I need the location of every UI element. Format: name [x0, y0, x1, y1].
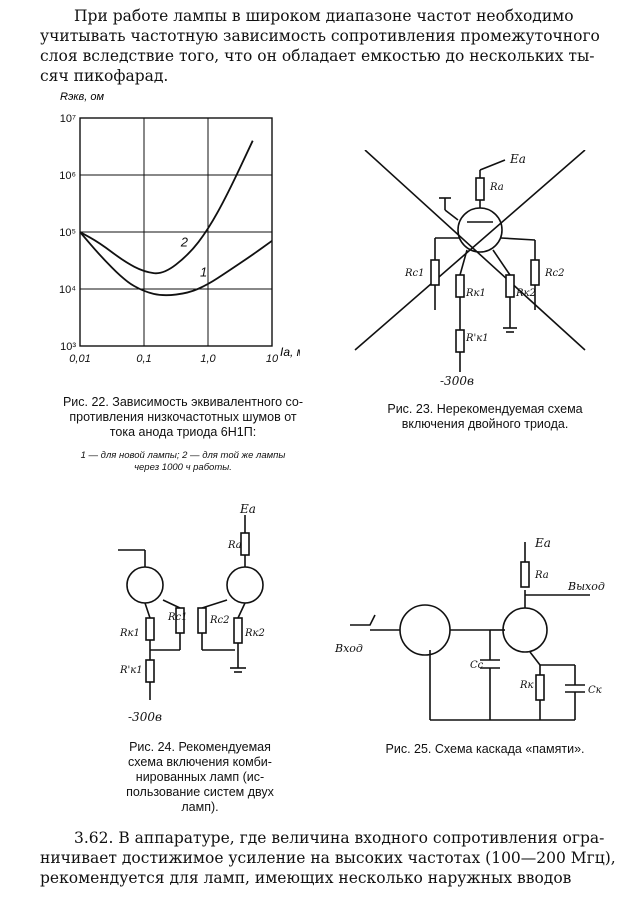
- fig25-label-out: Выход: [568, 580, 605, 593]
- fig23-schematic: [354, 150, 586, 372]
- diode-tube-icon: [399, 604, 451, 656]
- caption-line: Рис. 25. Схема каскада «памяти».: [385, 742, 585, 756]
- resistor-rc2: [197, 607, 207, 634]
- y-tick-label: 10⁶: [59, 170, 76, 182]
- series-label: 2: [180, 235, 189, 250]
- tube-icon: [457, 207, 503, 253]
- series-line-1: [79, 231, 273, 297]
- fig24-label-rk1-prime: R'к1: [120, 665, 143, 676]
- resistor-rk1: [145, 617, 155, 641]
- resistor-ra: [240, 532, 250, 556]
- y-tick-label: 10³: [60, 341, 76, 353]
- text-line: ничивает достижимое усиление на высоких …: [40, 849, 616, 867]
- fig24-label-ra: Ra: [228, 540, 242, 551]
- y-axis-label: Rэкв, ом: [60, 91, 105, 103]
- legend-line: 1 — для новой лампы; 2 — для той же ламп…: [80, 450, 286, 461]
- fig22-legend: 1 — для новой лампы; 2 — для той же ламп…: [38, 450, 328, 474]
- resistor-rk: [535, 674, 545, 701]
- fig25-label-ck: Cк: [588, 685, 602, 696]
- text-line: учитывать частотную зависимость сопротив…: [40, 27, 600, 45]
- text-line: 3.62. В аппаратуре, где величина входног…: [74, 829, 605, 847]
- resistor-rk1: [455, 274, 465, 298]
- legend-line: через 1000 ч работы.: [134, 462, 232, 473]
- caption-line: пользование систем двух: [126, 785, 274, 799]
- chart-ticks: 0,01 0,1 1,0 10 10³ 10⁴ 10⁵ 10⁶ 10⁷: [59, 113, 279, 365]
- resistor-rc1: [430, 259, 440, 286]
- fig23-label-rk2: Rк2: [516, 288, 536, 299]
- fig23-label-rk1-prime: R'к1: [466, 333, 489, 344]
- caption-line: Рис. 22. Зависимость эквивалентного со-: [62, 395, 304, 409]
- resistor-rc2: [530, 259, 540, 286]
- fig25-label-in: Вход: [335, 642, 363, 655]
- x-tick-label: 10: [266, 353, 279, 365]
- text-line: сяч пикофарад.: [40, 67, 169, 85]
- cross-line: [364, 150, 586, 351]
- resistor-rk2: [233, 617, 243, 644]
- tube-icon: [502, 607, 548, 653]
- series-label: 1: [200, 264, 207, 279]
- tube-icon: [126, 566, 164, 604]
- caption-line: противления низкочастотных шумов от: [69, 410, 297, 424]
- fig23-label-rc1: Rc1: [405, 268, 425, 279]
- chart-series: 12: [79, 140, 273, 297]
- x-axis-label: Iа, ма: [280, 345, 300, 359]
- chart-grid: [79, 117, 273, 347]
- x-tick-label: 0,1: [136, 353, 151, 365]
- y-tick-label: 10⁵: [59, 227, 76, 239]
- fig24-label-rk1: Rк1: [120, 628, 140, 639]
- resistor-rk2: [505, 274, 515, 298]
- fig23-label-rk1: Rк1: [466, 288, 486, 299]
- fig25-label-rk: Rк: [520, 680, 534, 691]
- fig23-caption: Рис. 23. Нерекомендуемая схема включения…: [350, 402, 620, 432]
- x-tick-label: 0,01: [69, 353, 90, 365]
- top-paragraph: При работе лампы в широком диапазоне час…: [40, 6, 620, 86]
- fig24-caption: Рис. 24. Рекомендуемая схема включения к…: [95, 740, 305, 815]
- caption-line: Рис. 24. Рекомендуемая: [129, 740, 271, 754]
- text-line: рекомендуется для ламп, имеющих нескольк…: [40, 869, 572, 887]
- tube-icon: [226, 566, 264, 604]
- fig25-schematic: [350, 542, 590, 721]
- resistor-rk1-prime: [145, 659, 155, 683]
- y-tick-label: 10⁷: [60, 113, 76, 125]
- fig25-label-ra: Ra: [535, 570, 549, 581]
- caption-line: тока анода триода 6Н1П:: [109, 425, 257, 439]
- fig25-label-ea: Ea: [535, 536, 551, 550]
- text-line: При работе лампы в широком диапазоне час…: [74, 7, 574, 25]
- fig24-schematic: [118, 515, 264, 700]
- fig24-label-ea: Ea: [240, 502, 256, 516]
- x-tick-label: 1,0: [200, 353, 216, 365]
- fig25-caption: Рис. 25. Схема каскада «памяти».: [350, 742, 620, 757]
- fig22-caption: Рис. 22. Зависимость эквивалентного со- …: [38, 395, 328, 440]
- caption-line: схема включения комби-: [128, 755, 272, 769]
- fig24-label-rk2: Rк2: [245, 628, 265, 639]
- fig25-label-cc: Cc: [470, 660, 484, 671]
- fig23-label-ea: Ea: [510, 152, 526, 166]
- text-line: слоя вследствие того, что он обладает ем…: [40, 47, 595, 65]
- fig24-label-rc1: Rc1: [168, 612, 188, 623]
- fig24-label-rc2: Rc2: [210, 615, 230, 626]
- y-tick-label: 10⁴: [59, 284, 76, 296]
- fig23-label-voltage: -300в: [440, 374, 474, 388]
- bottom-paragraph: 3.62. В аппаратуре, где величина входног…: [40, 828, 620, 888]
- resistor-rk1-prime: [455, 329, 465, 353]
- caption-line: ламп).: [181, 800, 219, 814]
- fig23-label-rc2: Rc2: [545, 268, 565, 279]
- fig24-label-voltage: -300в: [128, 710, 162, 724]
- caption-line: Рис. 23. Нерекомендуемая схема: [387, 402, 583, 416]
- series-line-2: [79, 140, 254, 275]
- caption-line: нированных ламп (ис-: [135, 770, 265, 784]
- resistor-ra: [520, 561, 530, 588]
- caption-line: включения двойного триода.: [401, 417, 569, 431]
- fig23-label-ra: Ra: [490, 182, 504, 193]
- resistor-ra: [475, 177, 485, 201]
